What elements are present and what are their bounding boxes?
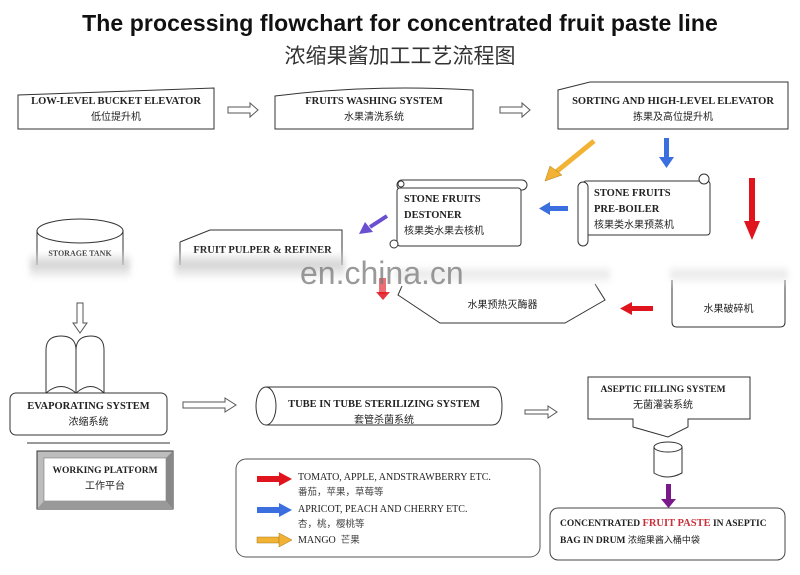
sterilizer-en: TUBE IN TUBE STERILIZING SYSTEM [288,399,480,410]
preheater-zh: 水果预热灭酶器 [467,300,538,311]
sorting-en: SORTING AND HIGH-LEVEL ELEVATOR [572,96,774,107]
legend-item-blue: APRICOT, PEACH AND CHERRY ETC. 杏，桃，樱桃等 [298,502,467,532]
sorting-label: SORTING AND HIGH-LEVEL ELEVATOR 拣果及高位提升机 [558,94,788,126]
sorting-box [557,81,789,130]
sorting-zh: 拣果及高位提升机 [633,112,713,123]
red-route-arrow-down [744,178,760,240]
washing-zh: 水果清洗系统 [344,112,404,123]
bucket-elevator-en: LOW-LEVEL BUCKET ELEVATOR [31,96,201,107]
sterilizer-tube [255,386,503,426]
product-box [549,507,786,561]
destoner-scroll [389,179,528,249]
legend-arrow-blue [257,503,292,517]
crusher-box [671,280,786,328]
obscured-region [30,252,130,280]
purple-route-arrow [359,214,389,234]
preheater-shape [397,283,606,324]
legend-mango-en: MANGO [298,535,336,546]
legend-blue-en: APRICOT, PEACH AND CHERRY ETC. [298,504,468,515]
hollow-arrow-4 [524,405,558,419]
legend-blue-zh: 杏，桃，樱桃等 [298,519,365,530]
legend-red-en: TOMATO, APPLE, ANDSTRAWBERRY ETC. [298,472,491,483]
sterilizer-label: TUBE IN TUBE STERILIZING SYSTEM 套管杀菌系统 [270,397,498,429]
watermark: en.china.cn [300,255,464,291]
preboiler-en-1: STONE FRUITS [594,188,671,199]
destoner-en-1: STONE FRUITS [404,194,481,205]
aseptic-zh: 无菌灌装系统 [633,400,693,411]
evaporating-en: EVAPORATING SYSTEM [27,401,150,412]
destoner-zh: 核果类水果去核机 [404,226,484,237]
product-en-a: CONCENTRATED [560,519,641,529]
evaporating-label: EVAPORATING SYSTEM 浓缩系统 [10,399,167,431]
legend-item-mango: MANGO 芒果 [298,533,360,548]
product-en-b: IN ASEPTIC [712,519,767,529]
platform-zh: 工作平台 [85,481,125,492]
legend-box [235,458,541,558]
obscured-region [670,265,788,285]
product-en-c: BAG IN DRUM [560,536,626,546]
pulper-label: FRUIT PULPER & REFINER [193,245,332,256]
sterilizer-zh: 套管杀菌系统 [354,415,414,426]
preboiler-en-2: PRE-BOILER [594,204,660,215]
destoner-label: STONE FRUITS DESTONER 核果类水果去核机 [404,192,519,240]
title-english: The processing flowchart for concentrate… [82,10,718,36]
obscured-region [175,252,345,280]
aseptic-box [587,376,751,438]
mango-route-arrow [544,139,596,182]
crusher-zh: 水果破碎机 [703,304,754,315]
evaporator-columns [45,335,105,394]
storage-tank-shape [36,218,124,265]
legend-red-zh: 番茄，苹果，草莓等 [298,487,384,498]
blue-route-arrow-down [659,138,674,168]
preboiler-zh: 核果类水果预蒸机 [594,220,674,231]
preheater-label: 水果预热灭酶器 [440,298,565,314]
legend-arrow-red [257,472,292,486]
obscured-region [395,265,610,285]
bucket-elevator-label: LOW-LEVEL BUCKET ELEVATOR 低位提升机 [18,94,214,126]
drum-shape [653,441,683,478]
hollow-arrow-2 [499,101,531,119]
platform-en: WORKING PLATFORM [52,466,158,476]
washing-label: FRUITS WASHING SYSTEM 水果清洗系统 [275,94,473,126]
aseptic-label: ASEPTIC FILLING SYSTEM 无菌灌装系统 [588,382,738,414]
hollow-arrow-3 [182,397,237,413]
washing-box [274,87,474,130]
product-line-1: CONCENTRATED FRUIT PASTE IN ASEPTIC [560,515,780,533]
legend-item-red: TOMATO, APPLE, ANDSTRAWBERRY ETC. 番茄，苹果，… [298,470,491,500]
final-arrow-down [661,484,676,508]
red-route-arrow-left [620,302,653,315]
aseptic-en: ASEPTIC FILLING SYSTEM [600,385,726,395]
bucket-elevator-zh: 低位提升机 [91,112,141,123]
product-label: CONCENTRATED FRUIT PASTE IN ASEPTIC BAG … [560,515,780,550]
bucket-elevator-box [17,87,215,130]
evaporating-box [9,392,168,436]
destoner-en-2: DESTONER [404,210,462,221]
red-route-arrow-small [376,278,390,300]
product-highlight: FRUIT PASTE [642,518,711,529]
product-zh: 浓缩果酱入桶中袋 [627,536,700,546]
evaporating-zh: 浓缩系统 [68,417,109,428]
preboiler-scroll [577,173,711,247]
washing-en: FRUITS WASHING SYSTEM [305,96,443,107]
legend-mango-zh: 芒果 [340,535,360,546]
hollow-arrow-1 [227,101,259,119]
crusher-label: 水果破碎机 [672,302,785,318]
legend-arrow-mango [256,532,293,548]
product-line-2: BAG IN DRUM 浓缩果酱入桶中袋 [560,533,780,550]
blue-route-arrow-left [539,202,568,215]
preboiler-label: STONE FRUITS PRE-BOILER 核果类水果预蒸机 [594,186,704,234]
hollow-arrow-down [72,302,88,334]
title-chinese: 浓缩果酱加工工艺流程图 [284,44,516,68]
platform-label: WORKING PLATFORM 工作平台 [44,463,166,495]
platform-box [36,450,174,510]
